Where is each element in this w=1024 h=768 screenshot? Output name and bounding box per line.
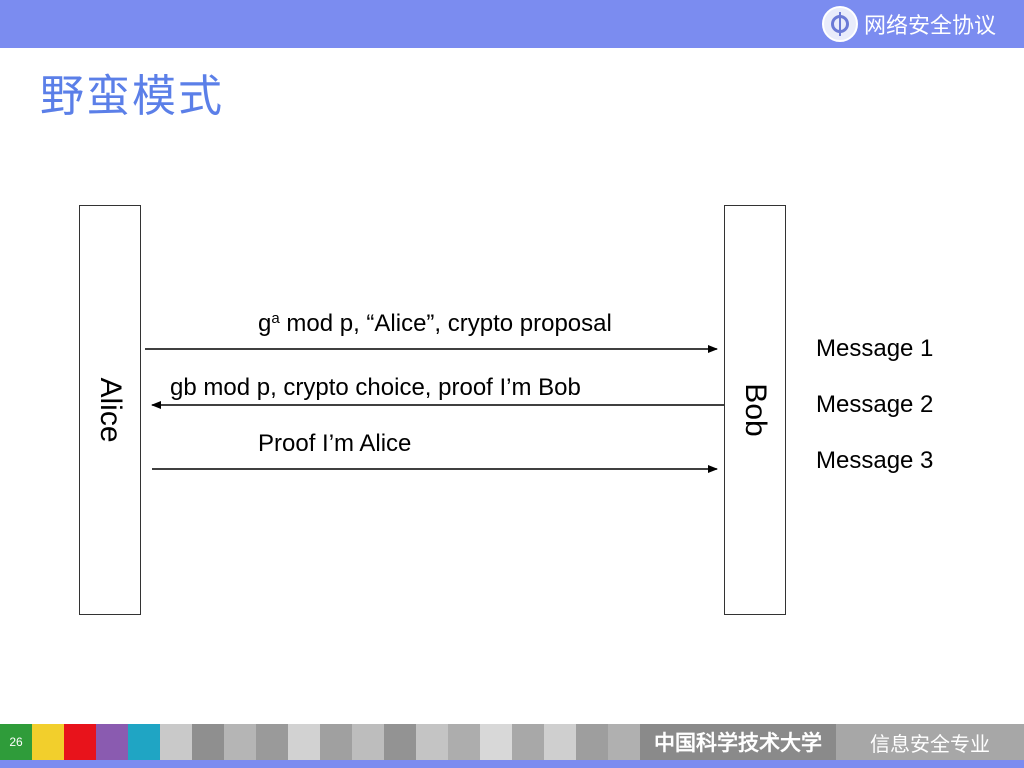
footer-pattern-block <box>384 724 416 760</box>
message-1-base: g <box>258 310 272 337</box>
footer-pattern-block <box>448 724 480 760</box>
footer-pattern-block <box>192 724 224 760</box>
footer-pattern-block <box>320 724 352 760</box>
footer-color-block <box>128 724 160 760</box>
brand: 网络安全协议 <box>821 5 996 43</box>
message-1-rest: mod p, “Alice”, crypto proposal <box>279 310 612 337</box>
page-number: 26 <box>0 724 32 760</box>
message-1-exponent: a <box>271 310 280 327</box>
footer-color-block <box>160 724 192 760</box>
footer-pattern-block <box>224 724 256 760</box>
footer-line <box>0 760 1024 768</box>
major-name: 信息安全专业 <box>836 724 1024 760</box>
message-2-text: gb mod p, crypto choice, proof I’m Bob <box>170 374 581 401</box>
footer-pattern-block <box>512 724 544 760</box>
footer-pattern-block <box>576 724 608 760</box>
message-2-label: Message 2 <box>816 391 934 418</box>
footer-pattern-block <box>352 724 384 760</box>
footer-color-block <box>64 724 96 760</box>
message-1-text: ga mod p, “Alice”, crypto proposal <box>258 310 612 338</box>
footer-pattern-block <box>608 724 640 760</box>
university-name: 中国科学技术大学 <box>654 730 822 755</box>
footer-pattern-block <box>416 724 448 760</box>
footer-pattern-block <box>256 724 288 760</box>
bob-box: Bob <box>724 205 786 615</box>
brand-text: 网络安全协议 <box>863 14 996 39</box>
message-1-label: Message 1 <box>816 335 934 362</box>
header-bar: 网络安全协议 <box>0 0 1024 48</box>
footer-color-block <box>96 724 128 760</box>
alice-box: Alice <box>79 205 141 615</box>
footer-pattern-block <box>544 724 576 760</box>
university-logo-icon <box>821 6 858 42</box>
message-3-text: Proof I’m Alice <box>258 430 412 457</box>
message-3-label: Message 3 <box>816 447 934 474</box>
footer-pattern-block <box>480 724 512 760</box>
footer-color-block <box>32 724 64 760</box>
footer-pattern-block <box>288 724 320 760</box>
page-title: 野蛮模式 <box>40 71 224 122</box>
